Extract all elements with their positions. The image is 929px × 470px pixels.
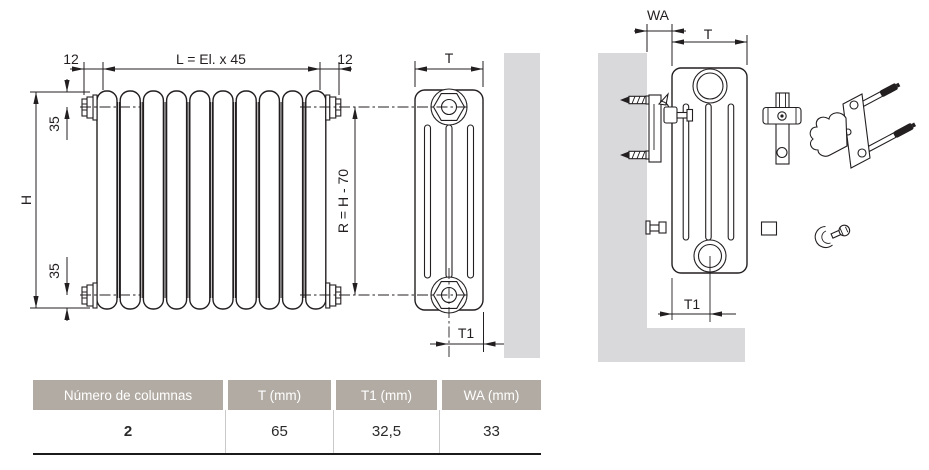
wall-mounting-view <box>598 53 647 362</box>
saddle-clip-with-screw <box>814 224 851 249</box>
side-view <box>414 88 484 314</box>
technical-diagram: 12 L = El. x 45 12 H 35 35 R = H - 70 T … <box>18 7 917 362</box>
table-data-row: 2 65 32,5 33 <box>33 410 541 455</box>
table-header-cell: Número de columnas <box>33 380 223 410</box>
table-cell-t1: 32,5 <box>333 410 437 453</box>
wall-behind-side-view <box>504 53 540 358</box>
dim-label-axis-wall: T1 <box>684 296 701 312</box>
dim-label-depth-side: T <box>445 50 454 66</box>
wall-surfaces <box>504 53 745 362</box>
end-plugs <box>81 94 342 309</box>
table-header-row: Número de columnas T (mm) T1 (mm) WA (mm… <box>33 380 541 410</box>
screw-bottom <box>866 122 917 153</box>
clamp-part <box>809 112 848 157</box>
dim-label-wall-distance: WA <box>647 7 670 23</box>
dim-label-left-offset: 12 <box>63 51 79 67</box>
bracket-hook <box>657 92 669 106</box>
bracket-plate-with-screws <box>809 82 917 169</box>
front-view <box>81 90 342 310</box>
valve-stub <box>645 220 667 235</box>
dim-label-axis-side: T1 <box>458 325 475 341</box>
front-view-dimensions: 12 L = El. x 45 12 H 35 35 R = H - 70 <box>18 51 358 321</box>
bracket-pin-block <box>663 106 678 124</box>
table-header-cell: T (mm) <box>228 380 331 410</box>
dim-label-depth-wall: T <box>704 26 713 42</box>
table-cell-t: 65 <box>225 410 331 453</box>
center-lines <box>80 106 711 360</box>
table-header-cell: T1 (mm) <box>336 380 437 410</box>
radiator-columns <box>96 90 327 310</box>
column-gap-lines <box>117 102 306 298</box>
table-cell-wa: 33 <box>439 410 541 453</box>
dim-label-right-offset: 12 <box>337 51 353 67</box>
wall-view-dimensions: WA T T1 <box>634 7 748 317</box>
dim-label-top-axis: 35 <box>46 116 62 132</box>
cross-bracket-part <box>762 92 802 165</box>
table-header-cell: WA (mm) <box>442 380 541 410</box>
dim-label-height: H <box>18 195 34 205</box>
hardware-parts <box>760 82 917 249</box>
dim-label-connection: R = H - 70 <box>335 169 351 233</box>
dimensions-table: Número de columnas T (mm) T1 (mm) WA (mm… <box>33 380 541 455</box>
side-view-dimensions: T T1 <box>414 50 504 352</box>
dim-label-length: L = El. x 45 <box>176 51 246 67</box>
table-cell-columns: 2 <box>33 410 223 453</box>
square-part <box>760 221 778 236</box>
wall-mounted-view <box>620 67 748 274</box>
dim-label-bottom-axis: 35 <box>46 263 62 279</box>
mounting-bracket <box>645 92 694 163</box>
top-port <box>692 68 728 104</box>
floor-mounting-view <box>647 328 745 362</box>
